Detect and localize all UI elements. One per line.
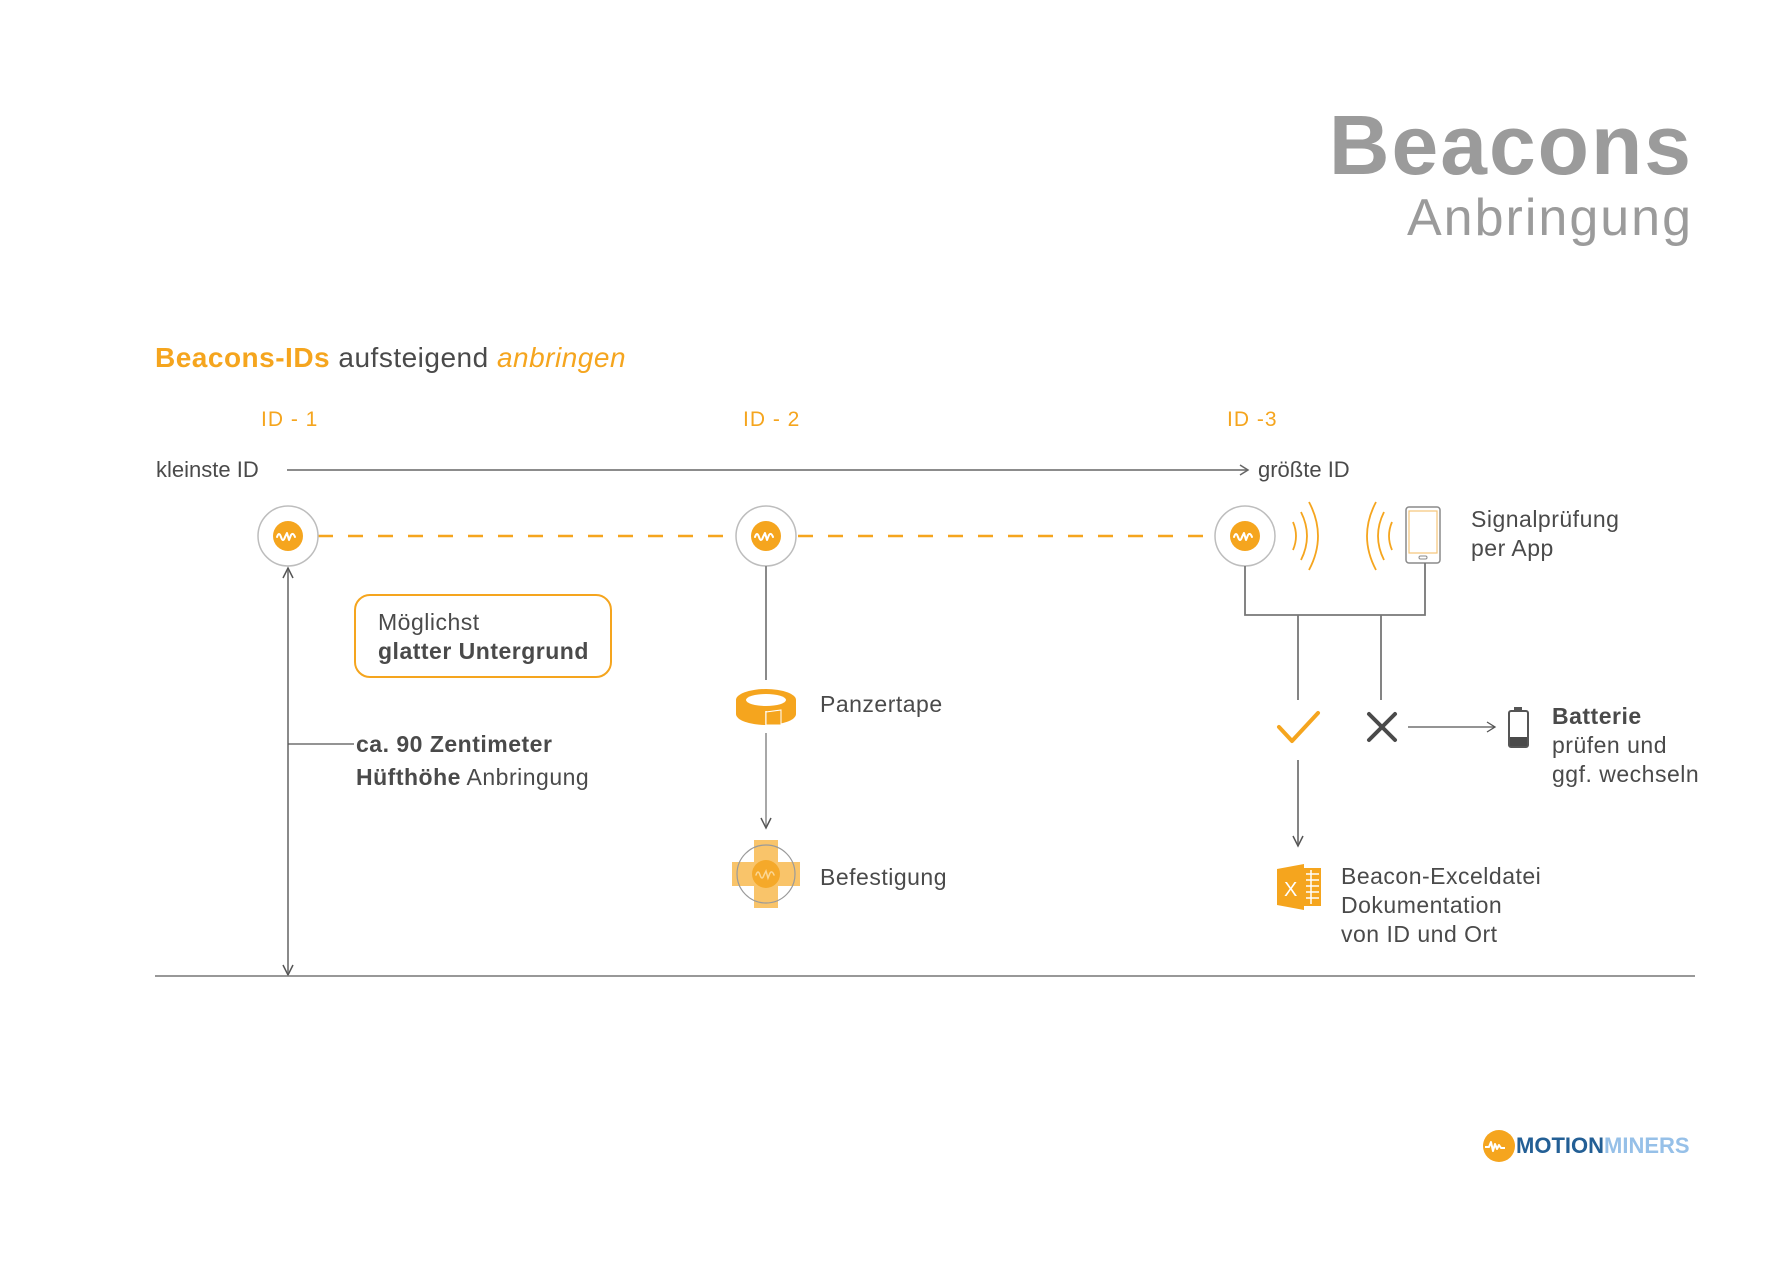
signal-check-note: Signalprüfung per App [1471,505,1619,563]
height-note-value: ca. 90 Zentimeter [356,731,553,757]
step-mount-label: Befestigung [820,864,947,890]
axis-start-label: kleinste ID [156,457,259,482]
signal-waves-icon [1292,501,1319,571]
page-title: Beacons [1328,98,1693,192]
page-title-block: Beacons Anbringung [1329,100,1693,246]
surface-note-box: Möglichst glatter Untergrund [354,594,612,678]
checkmark-icon [1277,711,1320,743]
signal-check-subtitle: per App [1471,535,1554,561]
id-label-1: ID - 1 [261,408,319,431]
height-note: ca. 90 Zentimeter Hüfthöhe Anbringung [356,730,589,792]
height-note-desc-bold: Hüfthöhe [356,764,461,790]
section-title: Beacons-IDs aufsteigend anbringen [155,342,626,374]
excel-line3: von ID und Ort [1341,921,1498,947]
battery-note: Batterie prüfen und ggf. wechseln [1552,702,1699,789]
excel-note: Beacon-Exceldatei Dokumentation von ID u… [1341,862,1541,949]
section-title-bold: Beacons-IDs [155,342,331,373]
taped-beacon-icon [732,840,800,908]
step-tape-label: Panzertape [820,691,943,717]
section-title-middle: aufsteigend [330,342,497,373]
id-order-arrow [287,464,1250,476]
height-note-desc: Hüfthöhe Anbringung [356,763,589,792]
beacon-wave-icon [1214,505,1276,567]
battery-line3: ggf. wechseln [1552,761,1700,787]
beacon-wave-icon [257,505,319,567]
excel-file-icon: X [1277,864,1321,910]
height-measure-arrow [282,566,354,977]
axis-end-label: größte ID [1258,457,1350,482]
id-label-2: ID - 2 [743,408,801,431]
battery-line2: prüfen und [1552,732,1667,758]
battery-low-icon [1508,707,1529,748]
surface-note-line2: glatter Untergrund [378,638,589,664]
surface-note-line1: Möglichst [378,609,480,635]
smartphone-icon [1405,506,1441,564]
id-label-3: ID -3 [1227,408,1278,431]
mounting-flow-lines [760,566,772,830]
beacon-wave-icon [735,505,797,567]
logo-text-motion: MOTION [1516,1133,1604,1158]
logo-text-miners: MINERS [1604,1133,1690,1158]
tape-roll-icon [736,689,796,726]
signal-waves-icon [1366,501,1393,571]
height-note-desc-rest: Anbringung [460,764,590,790]
page-subtitle: Anbringung [1407,189,1693,247]
cross-icon [1367,712,1397,742]
excel-line2: Dokumentation [1341,892,1503,918]
excel-icon-letter: X [1284,879,1297,901]
logo-wave-icon [1483,1130,1515,1162]
signal-check-title: Signalprüfung [1471,506,1620,532]
signal-check-bracket [1244,563,1497,848]
section-title-italic: anbringen [496,342,627,373]
excel-title: Beacon-Exceldatei [1341,863,1542,889]
battery-title: Batterie [1552,703,1642,729]
